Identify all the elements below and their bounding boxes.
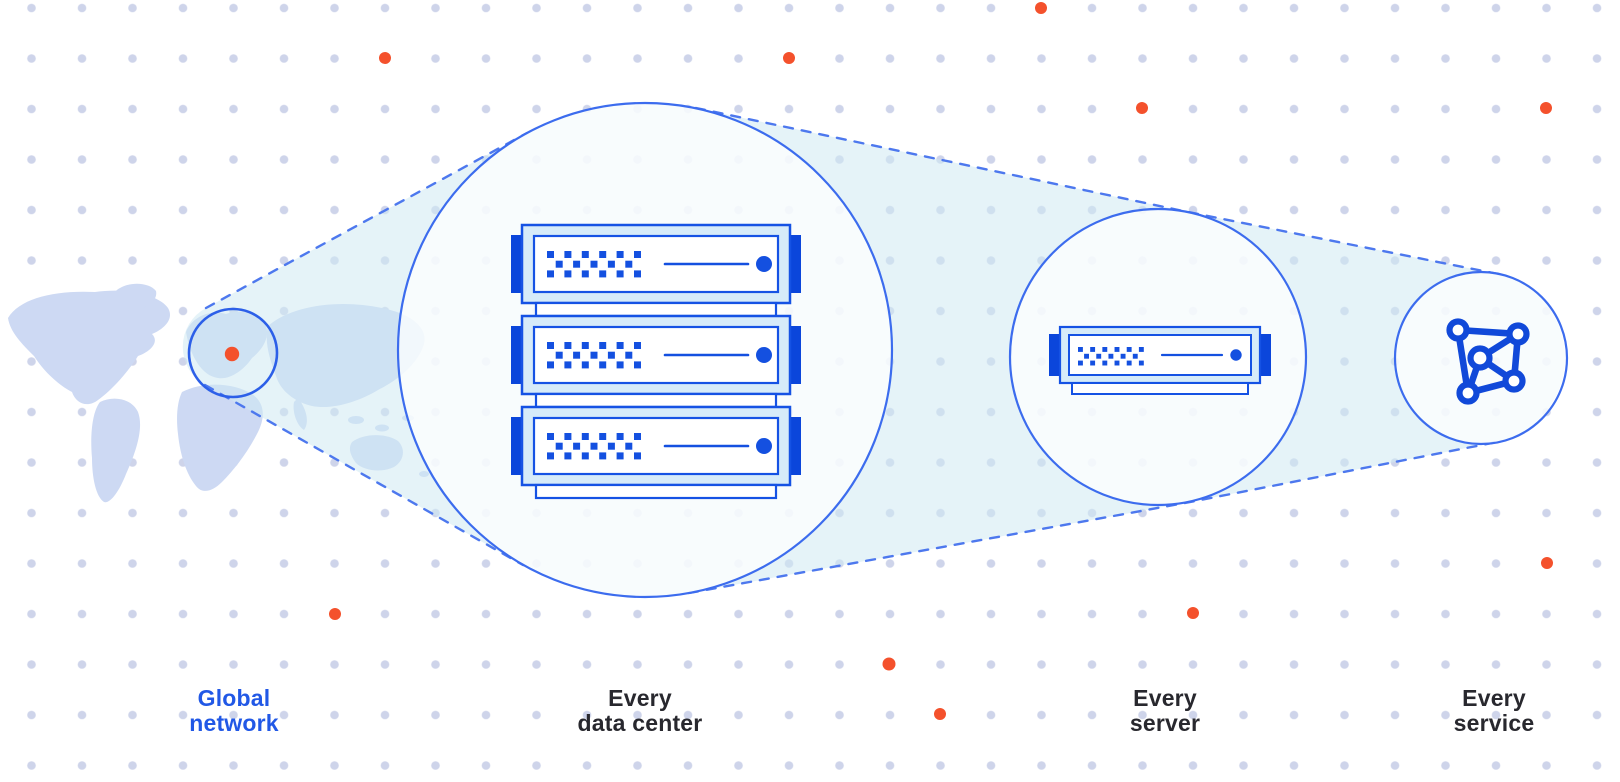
network-mesh-icon [1446,318,1530,405]
accent-dot [379,52,391,64]
led-dot [1230,349,1242,361]
accent-dot [1136,102,1148,114]
server-unit [511,405,801,500]
mesh-node [1456,381,1480,405]
label-every-service: Every service [1374,686,1614,736]
accent-dot [329,608,341,620]
label-line: Every [608,685,672,711]
location-dot-icon [224,346,240,362]
label-line: service [1453,710,1535,736]
label-every-server: Every server [1045,686,1285,736]
europe-highlight-circle [187,307,279,399]
mesh-node [1467,345,1493,371]
accent-dot [1187,607,1199,619]
server-icon [1049,325,1271,395]
accent-dot [1541,557,1553,569]
mesh-node [1506,322,1530,346]
label-global-network: Global network [114,686,354,736]
continent-south-america [91,398,141,503]
accent-dot [783,52,795,64]
dashed-line-upper-left [204,131,529,310]
led-dot [756,347,772,363]
continent-north-america [8,290,171,405]
label-line: Every [1462,685,1526,711]
label-line: Every [1133,685,1197,711]
accent-dot [1540,102,1552,114]
label-line: Global [197,685,271,711]
mesh-node [1502,369,1526,393]
label-line: network [189,710,279,736]
led-dot [756,438,772,454]
continent-africa [177,384,263,491]
server-unit [511,223,801,318]
dashed-line-lower-left [203,383,525,567]
accent-dot [882,657,896,671]
mesh-node [1446,318,1470,342]
label-line: server [1129,710,1201,736]
label-line: data center [577,710,703,736]
led-dot [756,256,772,272]
accent-dot [934,708,946,720]
server-rack-icon [511,223,801,500]
island-greenland [114,283,157,311]
label-every-data-center: Every data center [520,686,760,736]
server-unit [511,314,801,409]
accent-dot [1035,2,1047,14]
accent-dots [329,2,1553,720]
